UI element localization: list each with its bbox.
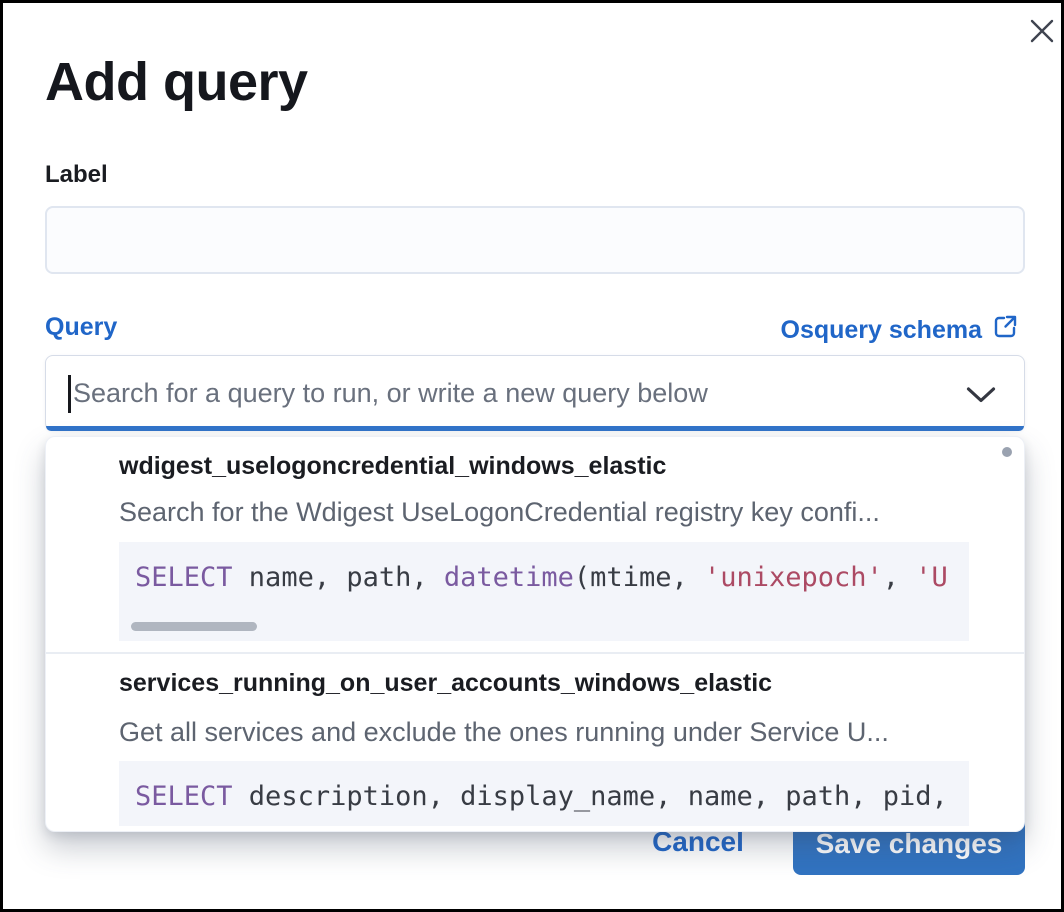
- chevron-down-icon[interactable]: [966, 386, 996, 409]
- close-button[interactable]: [1022, 12, 1061, 52]
- sql-token: description, display_name, name, path, p…: [232, 781, 948, 812]
- query-field-label: Query: [45, 313, 118, 341]
- sql-token: name, path,: [232, 562, 444, 593]
- option-divider: [46, 652, 1024, 654]
- vertical-scrollbar-thumb[interactable]: [1002, 447, 1012, 457]
- external-link-icon: [992, 313, 1019, 347]
- sql-token: 'unixepoch': [703, 562, 883, 593]
- sql-code-line: SELECT description, display_name, name, …: [119, 761, 969, 812]
- option-title: services_running_on_user_accounts_window…: [119, 669, 773, 697]
- sql-token: ,: [882, 562, 916, 593]
- query-option-services[interactable]: services_running_on_user_accounts_window…: [46, 654, 1024, 826]
- label-input[interactable]: [45, 206, 1025, 274]
- query-suggestions-dropdown: wdigest_uselogoncredential_windows_elast…: [45, 436, 1025, 832]
- option-sql-preview: SELECT description, display_name, name, …: [119, 761, 969, 826]
- sql-token: SELECT: [135, 781, 233, 812]
- option-sql-preview: SELECT name, path, datetime(mtime, 'unix…: [119, 542, 969, 641]
- text-cursor: [68, 375, 71, 413]
- page-title: Add query: [45, 52, 308, 112]
- osquery-schema-link-label: Osquery schema: [780, 315, 983, 344]
- sql-code-line: SELECT name, path, datetime(mtime, 'unix…: [119, 542, 969, 593]
- horizontal-scrollbar-thumb[interactable]: [131, 622, 257, 631]
- option-description: Search for the Wdigest UseLogonCredentia…: [119, 497, 880, 527]
- sql-token: (mtime,: [573, 562, 704, 593]
- close-icon: [1029, 18, 1055, 47]
- label-field-label: Label: [45, 161, 108, 188]
- option-title: wdigest_uselogoncredential_windows_elast…: [119, 452, 667, 480]
- sql-token: 'U: [915, 562, 948, 593]
- query-search-placeholder: Search for a query to run, or write a ne…: [73, 378, 708, 408]
- option-description: Get all services and exclude the ones ru…: [119, 717, 889, 747]
- sql-token: SELECT: [135, 562, 233, 593]
- query-search-combobox[interactable]: Search for a query to run, or write a ne…: [45, 355, 1025, 431]
- osquery-schema-link[interactable]: Osquery schema: [781, 313, 1020, 347]
- sql-token: datetime: [443, 562, 574, 593]
- query-option-wdigest[interactable]: wdigest_uselogoncredential_windows_elast…: [46, 437, 1024, 641]
